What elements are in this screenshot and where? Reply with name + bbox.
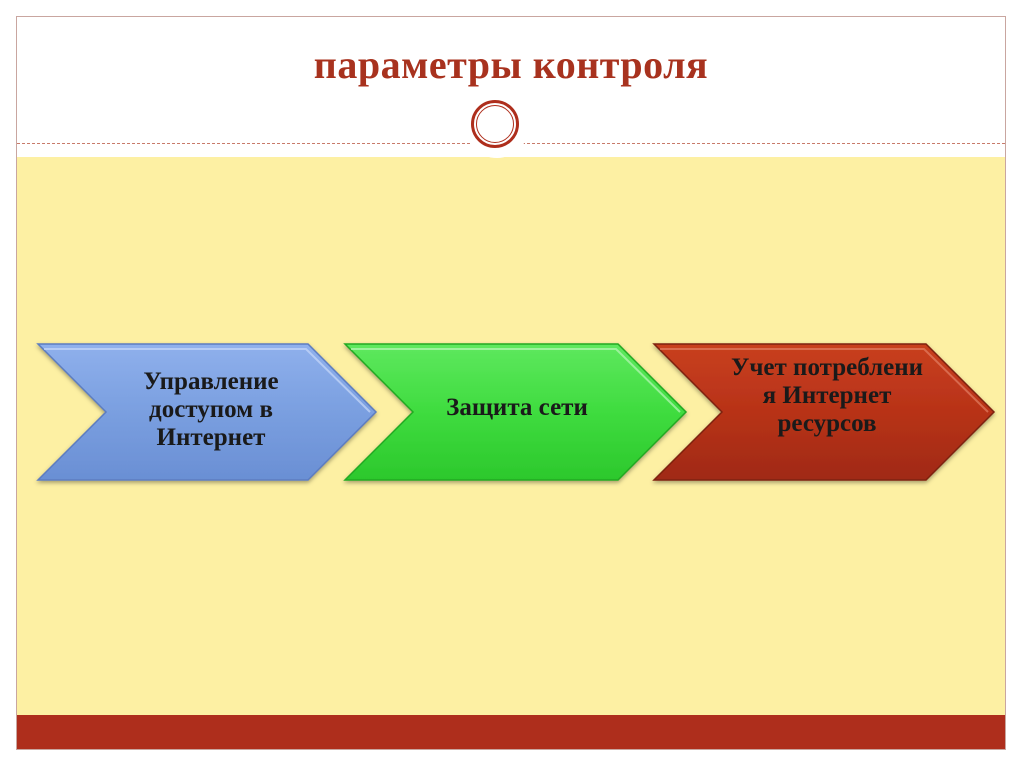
footer-bar: [17, 715, 1005, 749]
slide-title: параметры контроля: [313, 42, 709, 87]
step-1-label: Управление доступом в Интернет: [143, 368, 279, 451]
step-2-label: Защита сети: [446, 394, 588, 421]
step-3-label: Учет потреблени я Интернет ресурсов: [730, 354, 924, 437]
ornament-ring-inner: [476, 105, 514, 143]
